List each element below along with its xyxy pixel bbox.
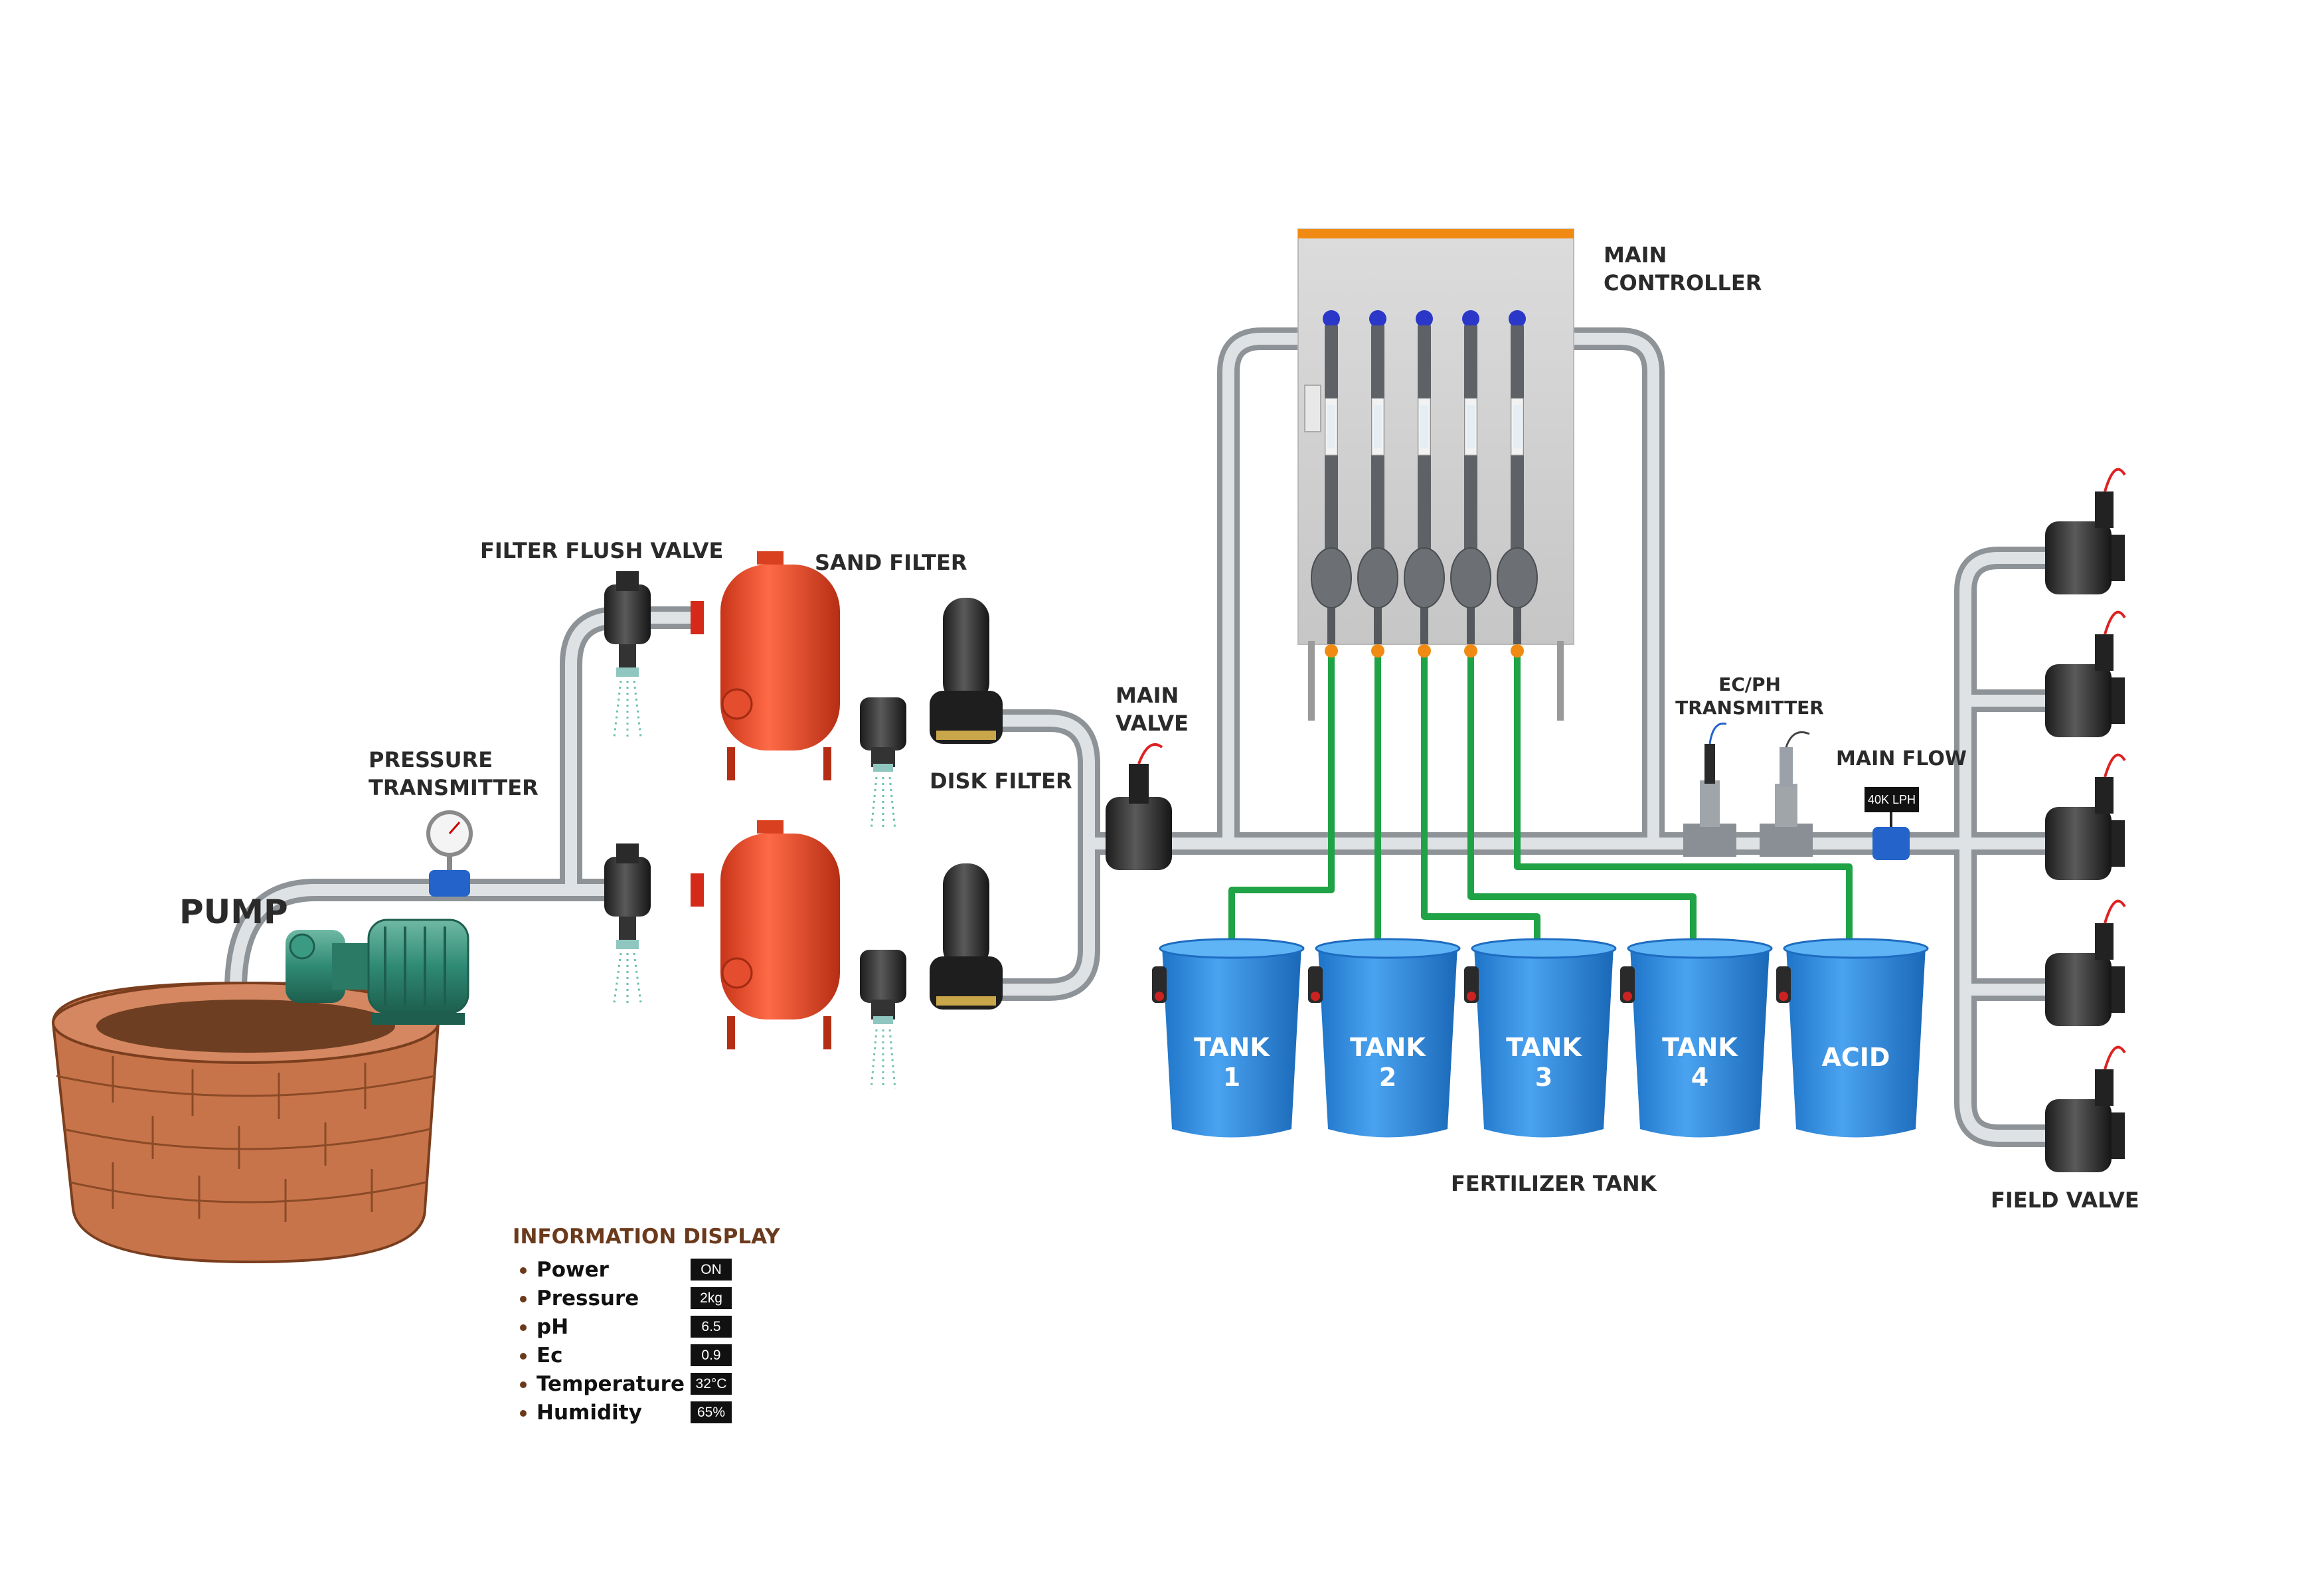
well <box>51 981 440 1264</box>
main-flow-label: MAIN FLOW <box>1836 747 1967 770</box>
info-label: Temperature <box>537 1372 685 1396</box>
bullet-icon <box>520 1410 527 1417</box>
info-value: 65% <box>697 1405 725 1420</box>
field-valves <box>2045 468 2126 1172</box>
dosing-channel-1 <box>1311 310 1352 658</box>
field-valve-4 <box>2045 899 2126 1026</box>
bullet-icon <box>520 1381 527 1388</box>
main-controller-label-2: CONTROLLER <box>1604 270 1762 296</box>
tank-5: ACID <box>1776 938 1929 1138</box>
info-row: Power ON <box>520 1258 732 1282</box>
field-valve-2 <box>2045 610 2126 737</box>
main-valve-label-1: MAIN <box>1116 683 1179 708</box>
tank-5-label: ACID <box>1822 1043 1890 1072</box>
bullet-icon <box>520 1324 527 1331</box>
dosing-channel-4 <box>1450 310 1491 658</box>
backwash-valve-top <box>860 697 906 831</box>
info-value-box <box>691 1344 732 1366</box>
info-row: Humidity 65% <box>520 1401 732 1425</box>
info-value-box <box>691 1287 732 1309</box>
info-row: Ec 0.9 <box>520 1344 732 1368</box>
dosing-lines <box>1228 654 1853 950</box>
ecph-label-1: EC/PH <box>1718 673 1781 695</box>
ecph-label-2: TRANSMITTER <box>1675 697 1824 719</box>
pressure-transmitter-label-1: PRESSURE <box>369 747 493 772</box>
tank-2-label: TANK <box>1350 1033 1426 1062</box>
info-value: 0.9 <box>701 1348 720 1363</box>
info-display-title: INFORMATION DISPLAY <box>513 1225 780 1249</box>
bullet-icon <box>520 1296 527 1302</box>
fertilizer-tank-label: FERTILIZER TANK <box>1451 1171 1657 1196</box>
pressure-transmitter-label-2: TRANSMITTER <box>369 775 539 800</box>
main-controller <box>1297 228 1574 721</box>
filter-flush-valve-bottom <box>604 843 704 1004</box>
info-row: Temperature 32°C <box>520 1372 732 1396</box>
info-label: pH <box>537 1315 568 1339</box>
info-value: 6.5 <box>701 1319 720 1334</box>
tank-1-label: TANK <box>1194 1033 1270 1062</box>
labels: PUMP PRESSURE TRANSMITTER FILTER FLUSH V… <box>179 242 2139 1213</box>
tank-4-number: 4 <box>1691 1063 1708 1092</box>
tank-3-label: TANK <box>1506 1033 1582 1062</box>
pressure-transmitter <box>426 810 473 897</box>
info-row: pH 6.5 <box>520 1315 732 1339</box>
tank-1-number: 1 <box>1223 1063 1240 1092</box>
backwash-valve-bottom <box>860 950 906 1090</box>
field-valve-label: FIELD VALVE <box>1991 1188 2139 1213</box>
bullet-icon <box>520 1267 527 1274</box>
main-flow-meter: 40K LPH <box>1865 787 1919 860</box>
dosing-channel-2 <box>1357 310 1398 658</box>
info-label: Humidity <box>537 1401 642 1425</box>
info-label: Power <box>537 1258 610 1282</box>
tank-3-number: 3 <box>1535 1063 1552 1092</box>
info-label: Ec <box>537 1344 563 1368</box>
field-valve-3 <box>2045 753 2126 880</box>
main-valve-label-2: VALVE <box>1116 711 1189 736</box>
info-value-box <box>691 1259 732 1281</box>
sand-filter-bottom <box>720 820 840 1049</box>
info-value-box <box>691 1401 732 1423</box>
flow-meter-reading: 40K LPH <box>1868 793 1916 806</box>
disk-filter-label: DISK FILTER <box>930 768 1072 794</box>
main-valve <box>1106 743 1172 870</box>
tank-2-number: 2 <box>1379 1063 1396 1092</box>
info-value-box <box>691 1316 732 1338</box>
info-value: ON <box>701 1262 722 1277</box>
info-value: 32°C <box>696 1376 727 1391</box>
tank-4-label: TANK <box>1662 1033 1738 1062</box>
sand-filter-label: SAND FILTER <box>815 550 967 575</box>
ec-ph-transmitter <box>1683 722 1813 857</box>
filter-flush-valve-top <box>604 571 704 738</box>
dosing-channels <box>1311 310 1538 658</box>
dosing-channel-5 <box>1497 310 1538 658</box>
field-valve-5 <box>2045 1045 2126 1172</box>
info-label: Pressure <box>537 1286 639 1310</box>
disk-filter-top <box>930 598 1003 744</box>
main-controller-label-1: MAIN <box>1604 242 1667 268</box>
information-display: INFORMATION DISPLAY Power ON Pressure 2kg pH… <box>513 1225 780 1425</box>
disk-filter-bottom <box>930 863 1003 1010</box>
info-value: 2kg <box>700 1290 722 1306</box>
dosing-channel-3 <box>1404 310 1445 658</box>
field-valve-1 <box>2045 468 2126 594</box>
info-row: Pressure 2kg <box>520 1286 732 1310</box>
pump-label: PUMP <box>179 893 288 931</box>
sand-filter-top <box>720 551 840 780</box>
filter-flush-valve-label: FILTER FLUSH VALVE <box>480 538 723 563</box>
bullet-icon <box>520 1353 527 1360</box>
info-value-box <box>691 1373 732 1395</box>
pump <box>286 919 469 1025</box>
